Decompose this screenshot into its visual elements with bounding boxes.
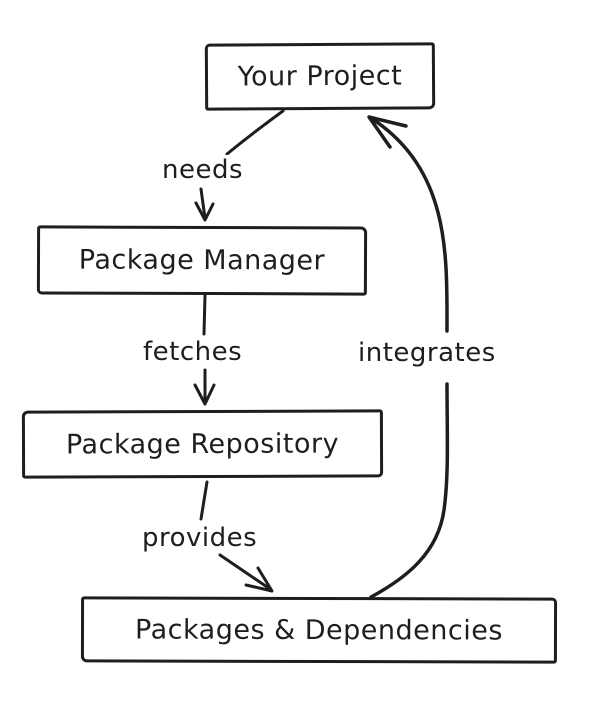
needs-arrow-shaft-upper xyxy=(225,109,285,156)
node-your-project-label: Your Project xyxy=(237,60,403,93)
node-packages-dependencies-label: Packages & Dependencies xyxy=(135,614,503,646)
node-package-manager-label: Package Manager xyxy=(78,244,326,277)
edge-label-integrates: integrates xyxy=(355,338,499,368)
fetches-arrow-shaft-upper xyxy=(202,293,207,336)
integrates-arrow-shaft-upper xyxy=(372,118,449,333)
node-packages-dependencies: Packages & Dependencies xyxy=(80,596,558,664)
edge-label-provides: provides xyxy=(139,523,261,553)
integrates-arrowhead xyxy=(367,115,408,149)
fetches-arrowhead xyxy=(193,383,216,406)
provides-arrow-shaft-upper xyxy=(199,480,209,521)
node-package-manager: Package Manager xyxy=(36,225,368,296)
edge-label-fetches: fetches xyxy=(140,337,246,367)
provides-arrowhead xyxy=(244,566,274,593)
needs-arrowhead xyxy=(194,201,215,222)
node-your-project: Your Project xyxy=(204,42,436,111)
needs-arrow-shaft-lower xyxy=(199,187,207,220)
edge-label-needs: needs xyxy=(159,155,247,185)
node-package-repository: Package Repository xyxy=(21,409,384,479)
node-package-repository-label: Package Repository xyxy=(65,428,340,460)
provides-arrow-shaft-lower xyxy=(218,553,272,591)
